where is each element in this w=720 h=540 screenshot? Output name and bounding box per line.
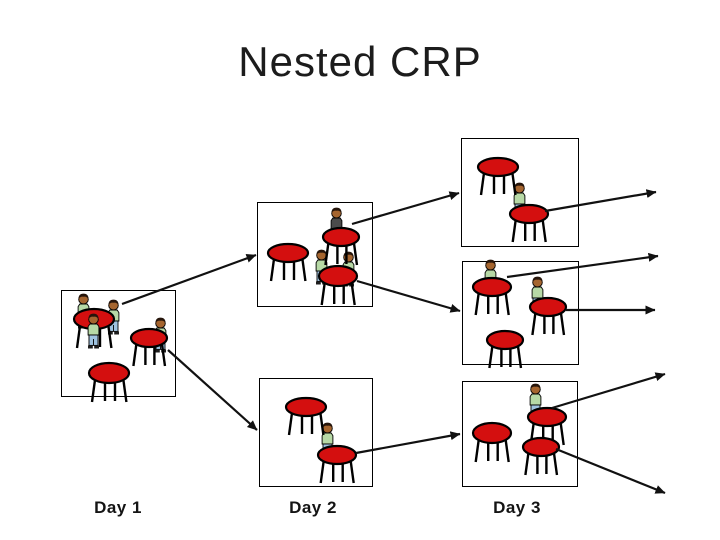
table-icon <box>508 203 550 243</box>
table-icon <box>266 242 310 282</box>
table-icon <box>284 396 328 436</box>
table-icon <box>471 276 513 316</box>
table-icon <box>129 327 169 367</box>
table-icon <box>72 307 116 349</box>
slide-title: Nested CRP <box>238 38 482 85</box>
table-icon <box>521 436 561 476</box>
day-label-3: Day 3 <box>493 498 541 517</box>
table-icon <box>471 421 513 463</box>
table-icon <box>528 296 568 336</box>
restaurant-box-day3-middle <box>462 259 579 369</box>
day-label-1: Day 1 <box>94 498 142 517</box>
table-icon <box>321 226 361 266</box>
day-label-2: Day 2 <box>289 498 337 517</box>
restaurant-box-day3-top <box>461 138 579 247</box>
restaurant-box-day2-upper <box>257 202 373 307</box>
table-icon <box>87 361 131 403</box>
table-icon <box>316 444 358 484</box>
restaurant-box-day2-lower <box>259 378 373 487</box>
table-icon <box>476 156 520 196</box>
table-icon <box>485 329 525 369</box>
person-icon <box>87 313 100 349</box>
restaurant-box-day1 <box>61 290 176 403</box>
restaurant-box-day3-bottom <box>462 381 578 487</box>
table-icon <box>317 264 359 306</box>
arrow-day1-table-2-to-day2-lower <box>167 349 258 431</box>
